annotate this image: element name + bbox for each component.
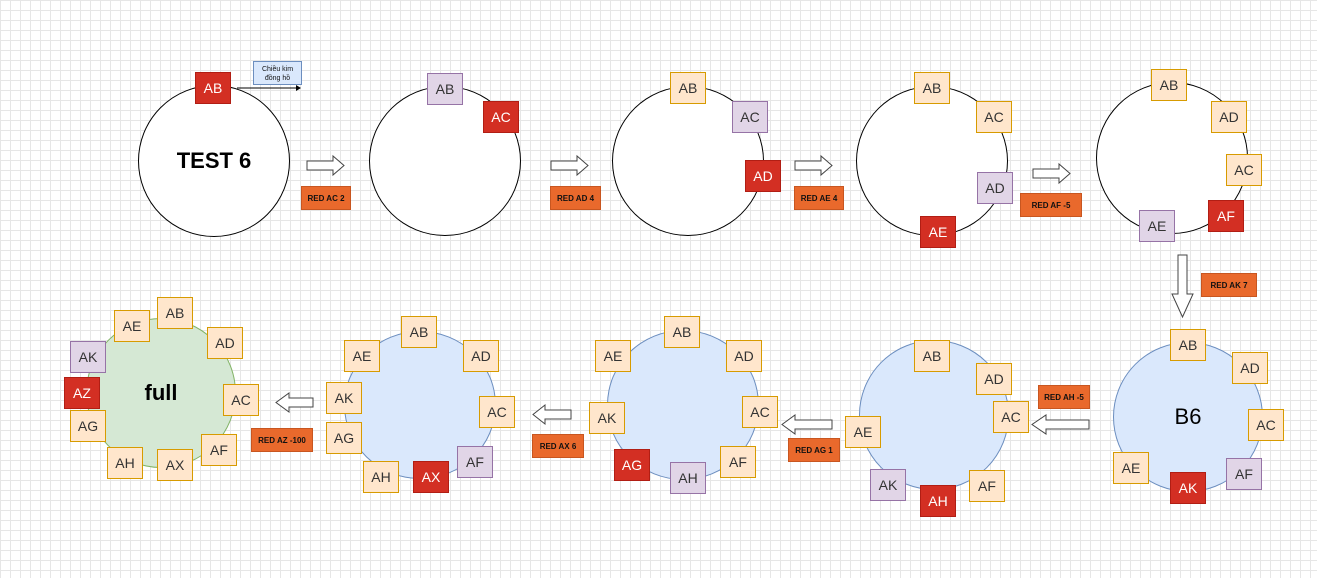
- node-box: AX: [157, 449, 193, 481]
- node-box: AK: [870, 469, 906, 501]
- arrow-right: [1032, 162, 1071, 185]
- note-line: Chiều kim: [261, 66, 294, 73]
- node-box: AB: [427, 73, 463, 105]
- node-box: AF: [1226, 458, 1262, 490]
- step-label: RED AE 4: [794, 186, 844, 210]
- step-label: RED AD 4: [550, 186, 601, 210]
- state-circle-1: [138, 85, 290, 237]
- node-box: AF: [1208, 200, 1244, 232]
- node-box: AX: [413, 461, 449, 493]
- node-box: AB: [1170, 329, 1206, 361]
- node-box: AD: [977, 172, 1013, 204]
- arrow-right: [306, 154, 345, 177]
- node-box: AD: [1232, 352, 1268, 384]
- arrow-left: [275, 392, 314, 413]
- node-box: AK: [589, 402, 625, 434]
- step-label: RED AF -5: [1020, 193, 1082, 217]
- step-label: RED AC 2: [301, 186, 351, 210]
- node-box: AE: [114, 310, 150, 342]
- node-box: AC: [223, 384, 259, 416]
- node-box: AB: [914, 340, 950, 372]
- node-box: AZ: [64, 377, 100, 409]
- node-box: AF: [969, 470, 1005, 502]
- node-box: AC: [732, 101, 768, 133]
- node-box: AD: [745, 160, 781, 192]
- arrow-left: [781, 414, 833, 435]
- arrow-down: [1171, 254, 1194, 319]
- node-box: AH: [920, 485, 956, 517]
- node-box: AC: [993, 401, 1029, 433]
- node-box: AH: [107, 447, 143, 479]
- node-box: AB: [195, 72, 231, 104]
- circle-title: full: [144, 380, 178, 405]
- step-label: RED AH -5: [1038, 385, 1090, 409]
- node-box: AC: [479, 396, 515, 428]
- node-box: AG: [326, 422, 362, 454]
- node-box: AG: [70, 410, 106, 442]
- step-label: RED AK 7: [1201, 273, 1257, 297]
- node-box: AE: [344, 340, 380, 372]
- node-box: AG: [614, 449, 650, 481]
- node-box: AD: [207, 327, 243, 359]
- node-box: AD: [976, 363, 1012, 395]
- node-box: AE: [920, 216, 956, 248]
- clockwise-note: Chiều kim đồng hồ: [253, 61, 302, 85]
- node-box: AD: [726, 340, 762, 372]
- node-box: AF: [457, 446, 493, 478]
- step-label: RED AG 1: [788, 438, 840, 462]
- node-box: AB: [914, 72, 950, 104]
- node-box: AH: [670, 462, 706, 494]
- clockwise-arrow: [237, 85, 301, 91]
- arrow-left: [532, 403, 572, 426]
- node-box: AK: [326, 382, 362, 414]
- node-box: AB: [1151, 69, 1187, 101]
- node-box: AB: [664, 316, 700, 348]
- circle-title: B6: [1174, 404, 1202, 429]
- node-box: AB: [670, 72, 706, 104]
- node-box: AC: [483, 101, 519, 133]
- node-box: AE: [845, 416, 881, 448]
- node-box: AE: [1113, 452, 1149, 484]
- node-box: AK: [70, 341, 106, 373]
- node-box: AB: [157, 297, 193, 329]
- node-box: AC: [1226, 154, 1262, 186]
- arrow-right: [550, 154, 589, 177]
- node-box: AF: [720, 446, 756, 478]
- node-box: AE: [1139, 210, 1175, 242]
- node-box: AE: [595, 340, 631, 372]
- node-box: AD: [463, 340, 499, 372]
- step-label: RED AX 6: [532, 434, 584, 458]
- node-box: AK: [1170, 472, 1206, 504]
- arrow-left: [1031, 414, 1090, 435]
- node-box: AC: [1248, 409, 1284, 441]
- node-box: AF: [201, 434, 237, 466]
- circle-title: TEST 6: [176, 148, 252, 173]
- node-box: AD: [1211, 101, 1247, 133]
- node-box: AB: [401, 316, 437, 348]
- step-label: RED AZ -100: [251, 428, 313, 452]
- node-box: AH: [363, 461, 399, 493]
- note-line: đồng hồ: [264, 75, 291, 82]
- node-box: AC: [976, 101, 1012, 133]
- arrow-right: [794, 154, 833, 177]
- node-box: AC: [742, 396, 778, 428]
